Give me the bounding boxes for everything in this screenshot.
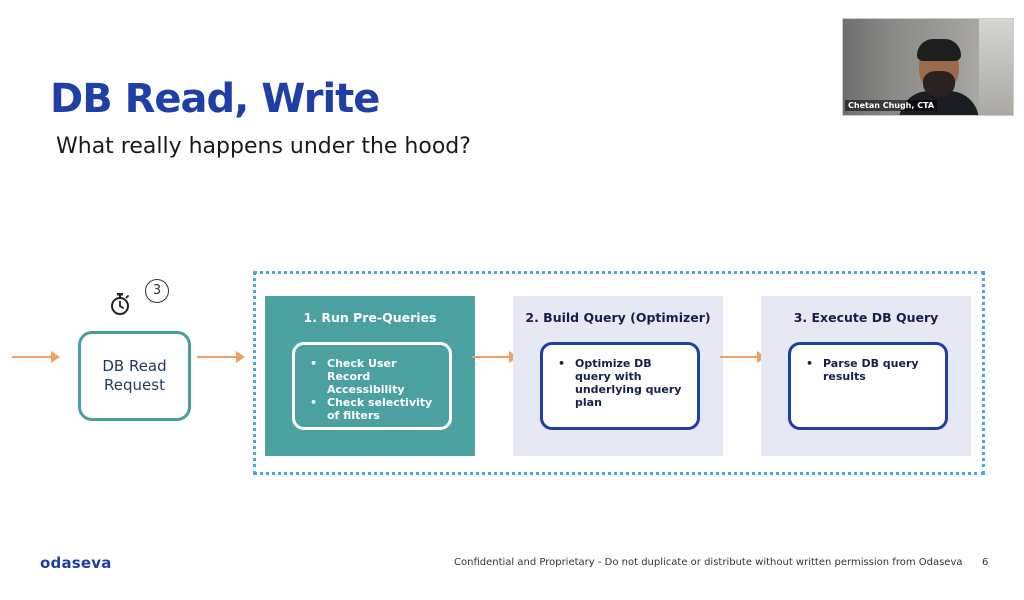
- arrow-in: [12, 351, 60, 363]
- step-title: 3. Execute DB Query: [793, 310, 939, 325]
- step-build-query: 2. Build Query (Optimizer) Optimize DB q…: [513, 296, 723, 456]
- arrow-step2-to-step3: [720, 351, 766, 363]
- step-title: 2. Build Query (Optimizer): [525, 310, 711, 325]
- step-run-pre-queries: 1. Run Pre-Queries Check User Record Acc…: [265, 296, 475, 456]
- bullet-item: Check selectivity of filters: [307, 396, 441, 422]
- stopwatch-icon: [111, 293, 129, 315]
- arrow-step1-to-step2: [472, 351, 518, 363]
- step-count-badge: 3: [145, 279, 169, 303]
- arrow-to-steps: [197, 351, 245, 363]
- step-details: Parse DB query results: [788, 342, 948, 430]
- company-logo: odaseva: [40, 554, 112, 572]
- db-read-request-box: DB Read Request: [78, 331, 191, 421]
- bullet-item: Check User Record Accessibility: [307, 357, 441, 396]
- slide-title: DB Read, Write: [50, 76, 380, 122]
- participant-name: Chetan Chugh, CTA: [845, 100, 938, 111]
- step-details: Check User Record Accessibility Check se…: [292, 342, 452, 430]
- page-number: 6: [982, 557, 989, 568]
- step-execute-query: 3. Execute DB Query Parse DB query resul…: [761, 296, 971, 456]
- participant-video[interactable]: Chetan Chugh, CTA: [842, 18, 1014, 116]
- participant-turban: [917, 39, 961, 61]
- participant-beard: [923, 71, 955, 97]
- process-container: [253, 271, 985, 475]
- video-background-shelf: [979, 19, 1013, 115]
- bullet-item: Optimize DB query with underlying query …: [555, 357, 689, 409]
- step-title: 1. Run Pre-Queries: [303, 310, 437, 325]
- slide-subtitle: What really happens under the hood?: [56, 134, 471, 159]
- step-details: Optimize DB query with underlying query …: [540, 342, 700, 430]
- bullet-item: Parse DB query results: [803, 357, 937, 383]
- confidential-notice: Confidential and Proprietary - Do not du…: [454, 557, 963, 568]
